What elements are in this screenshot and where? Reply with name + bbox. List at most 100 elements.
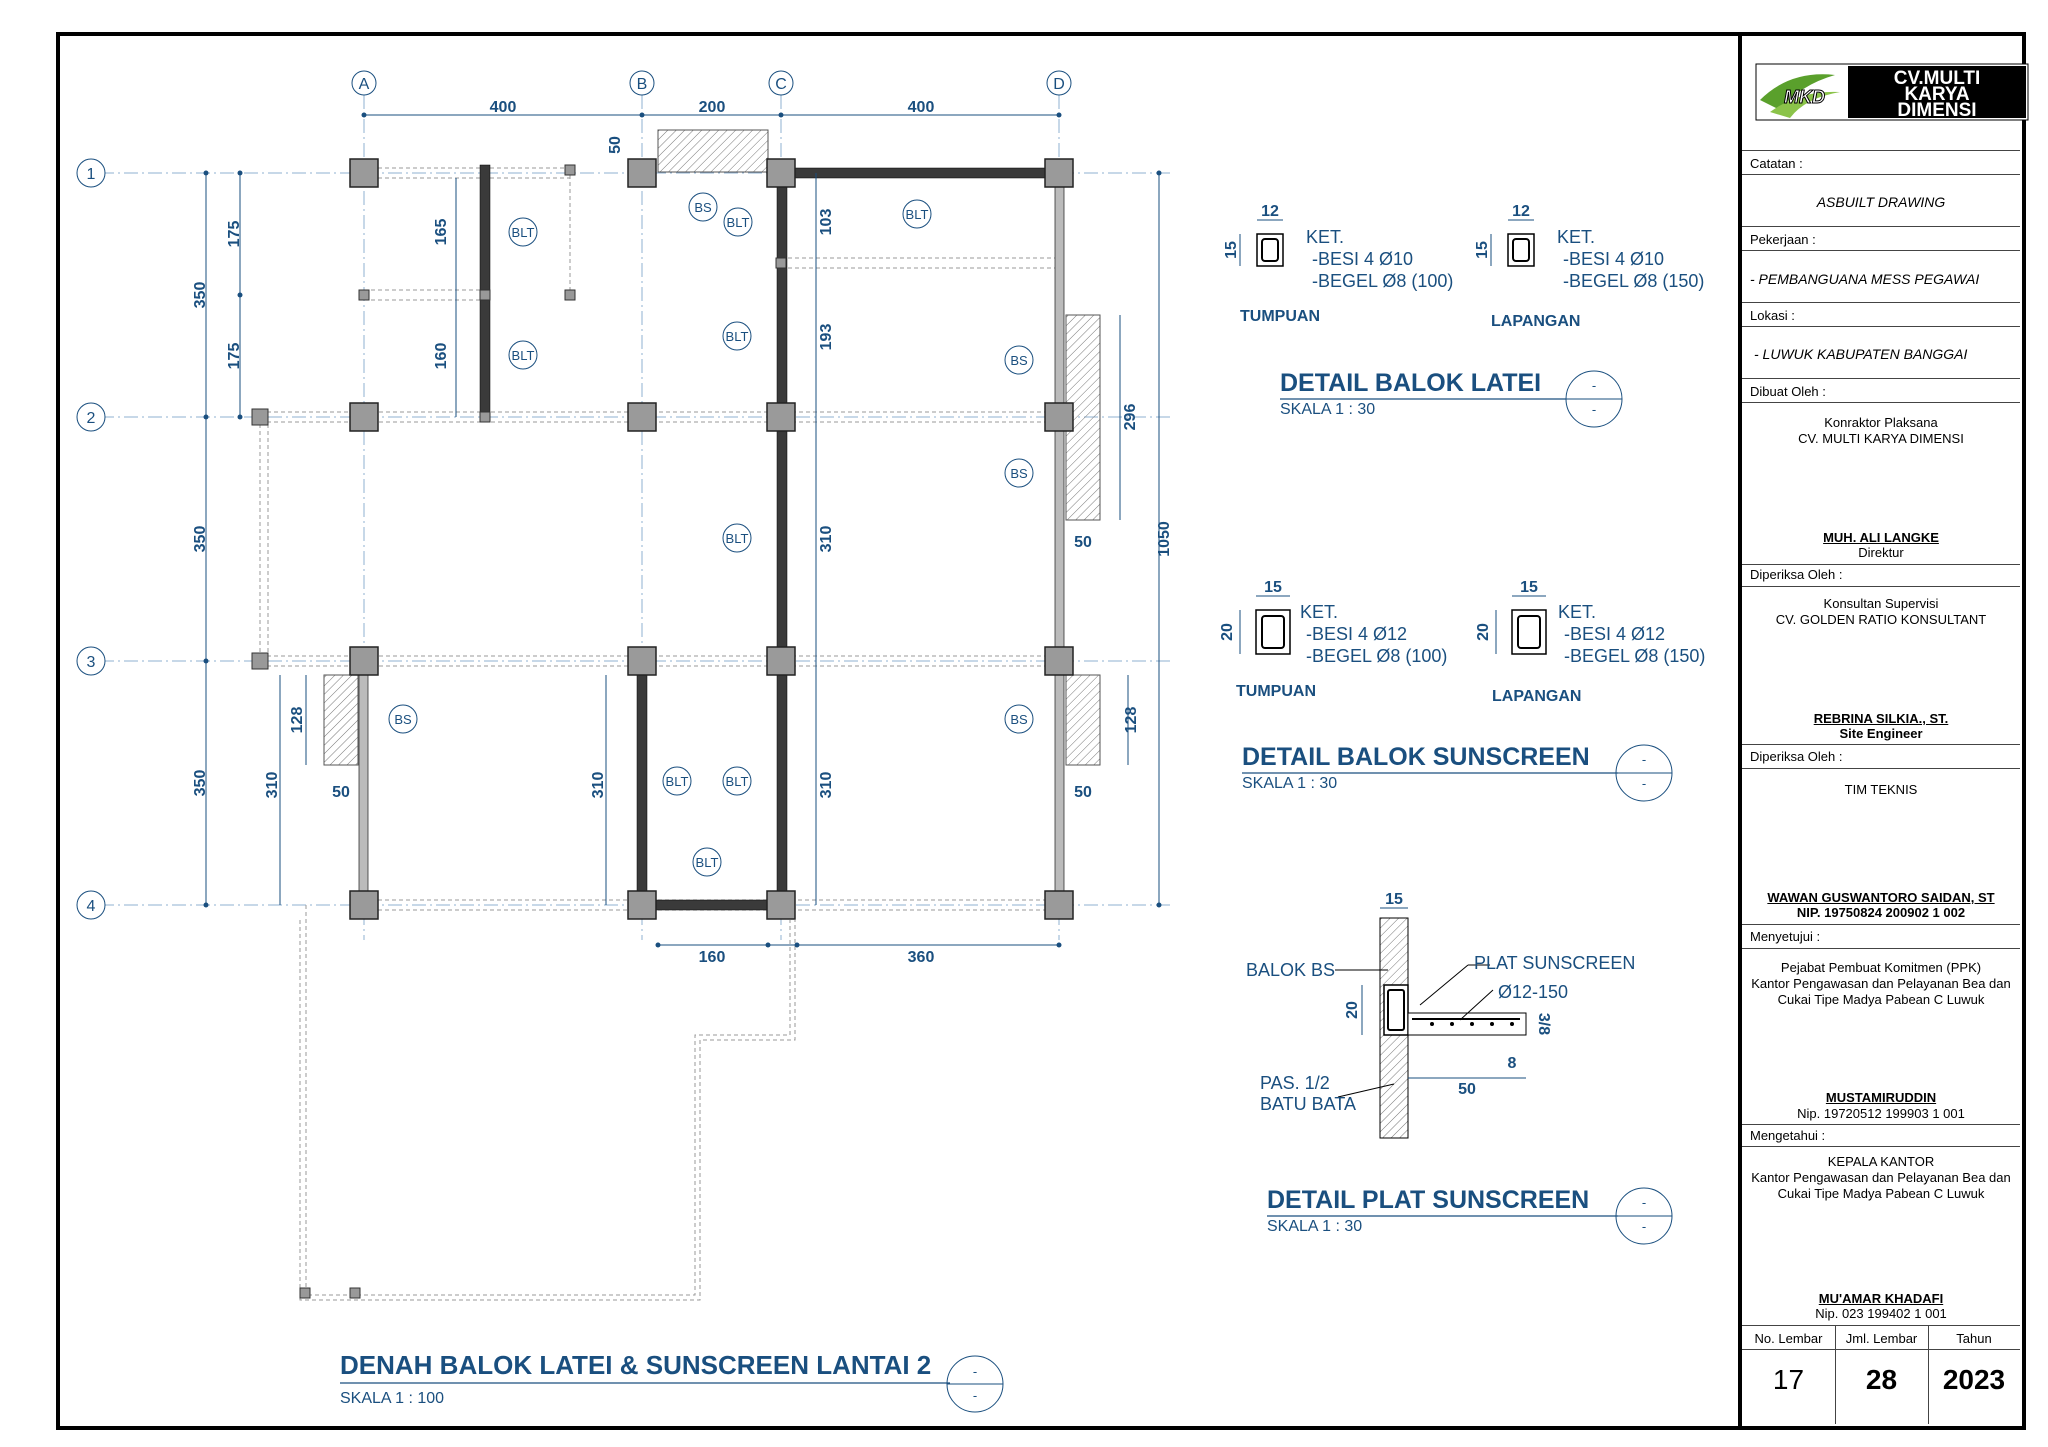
column <box>1044 158 1074 188</box>
dim-text: 310 <box>818 526 835 553</box>
dim-text: 165 <box>433 219 450 246</box>
setuju-label: Menyetujui : <box>1750 929 1821 944</box>
grid-label-4: 4 <box>87 898 96 915</box>
grid-label-D: D <box>1053 76 1065 93</box>
beam <box>641 899 782 911</box>
detail-balok-latei: 12 15 KET. -BESI 4 Ø10 -BEGEL Ø8 (100) T… <box>1223 203 1704 428</box>
post <box>479 411 491 423</box>
tag-bubble <box>1004 458 1034 488</box>
dim-text: 15 <box>1520 579 1538 596</box>
dim-text: 400 <box>908 99 935 116</box>
tag-bubble <box>722 766 752 796</box>
ket-begel: -BEGEL Ø8 (150) <box>1564 646 1705 666</box>
dibuat-role: Direktur <box>1858 545 1904 560</box>
sunscreen-top <box>657 129 769 173</box>
periksa2-nip: NIP. 19750824 200902 1 002 <box>1796 905 1966 920</box>
ref-text: - <box>1642 1219 1646 1234</box>
catatan-value: ASBUILT DRAWING <box>1816 194 1946 210</box>
ket-begel: -BEGEL Ø8 (100) <box>1312 271 1453 291</box>
column <box>349 646 379 676</box>
logo-badge: MKD <box>1784 87 1825 107</box>
dim-text: 310 <box>590 772 607 799</box>
ket-label: KET. <box>1558 602 1596 622</box>
dim-text: 160 <box>433 343 450 370</box>
post <box>349 1287 361 1299</box>
dibuat-line2: CV. MULTI KARYA DIMENSI <box>1798 431 1964 446</box>
plan-title: DENAH BALOK LATEI & SUNSCREEN LANTAI 2 <box>340 1350 931 1380</box>
post <box>775 257 787 269</box>
periksa1-line2: CV. GOLDEN RATIO KONSULTANT <box>1775 612 1987 627</box>
dim-text: 175 <box>226 343 243 370</box>
tahu-line2: Kantor Pengawasan dan Pelayanan Bea dan <box>1751 1170 2011 1185</box>
dim-text: 296 <box>1122 404 1139 431</box>
dim-text: 160 <box>699 949 726 966</box>
tag-bubble <box>902 199 932 229</box>
dibuat-line1: Konraktor Plaksana <box>1824 415 1938 430</box>
ket-besi: -BESI 4 Ø10 <box>1563 249 1664 269</box>
tag-bubble <box>662 766 692 796</box>
tag-label: BLT <box>512 225 535 240</box>
dim-text: 103 <box>818 209 835 236</box>
jml-lembar-label: Jml. Lembar <box>1845 1331 1918 1346</box>
ket-label: KET. <box>1306 227 1344 247</box>
dim-text: 128 <box>1123 707 1140 734</box>
grid-label-A: A <box>359 76 370 93</box>
dim-text: 12 <box>1261 203 1279 220</box>
latei-scale: SKALA 1 : 30 <box>1280 401 1375 418</box>
dim-text: 50 <box>1074 784 1092 801</box>
no-lembar-value: 17 <box>1772 1364 1805 1395</box>
dim-text: 310 <box>818 772 835 799</box>
tag-label: BLT <box>726 531 749 546</box>
tahun-value: 2023 <box>1942 1364 2006 1395</box>
jml-lembar-value: 28 <box>1865 1364 1898 1395</box>
dim-text: 193 <box>818 324 835 351</box>
tag-label: BS <box>1010 712 1028 727</box>
periksa2-label: Diperiksa Oleh : <box>1750 749 1843 764</box>
sunscreen-right-lower <box>1065 674 1101 766</box>
pekerjaan-value: - PEMBANGUANA MESS PEGAWAI <box>1750 271 1980 287</box>
tag-bubble <box>388 704 418 734</box>
post <box>564 289 576 301</box>
beam <box>780 167 1060 179</box>
dim-text: 350 <box>192 282 209 309</box>
sunscreen-beam <box>1054 177 1065 906</box>
tag-label: BLT <box>727 215 750 230</box>
ket-besi: -BESI 4 Ø12 <box>1564 624 1665 644</box>
tumpuan-label: TUMPUAN <box>1236 683 1316 700</box>
tag-label: BLT <box>696 855 719 870</box>
balok-bs-label: BALOK BS <box>1246 960 1335 980</box>
dim-text: 50 <box>1458 1081 1476 1098</box>
dim-text: 175 <box>226 221 243 248</box>
grid-label-B: B <box>637 76 648 93</box>
dim-text: 1050 <box>1156 521 1173 557</box>
tahu-line3: Cukai Tipe Madya Pabean C Luwuk <box>1777 1186 1985 1201</box>
ref-text: - <box>973 1388 977 1403</box>
ref-text: - <box>1592 378 1596 393</box>
lapangan-label: LAPANGAN <box>1492 688 1581 705</box>
sunscreen-right-upper <box>1065 314 1101 521</box>
beam <box>636 660 648 906</box>
plat-scale: SKALA 1 : 30 <box>1267 1218 1362 1235</box>
title-block: Catatan : ASBUILT DRAWING Pekerjaan : - … <box>1742 36 2020 1424</box>
sunscreen-left <box>323 674 359 766</box>
periksa1-role: Site Engineer <box>1839 726 1923 741</box>
lokasi-value: - LUWUK KABUPATEN BANGGAI <box>1754 346 1968 362</box>
pas-label-1: PAS. 1/2 <box>1260 1073 1330 1093</box>
tag-label: BLT <box>512 348 535 363</box>
column <box>627 890 657 920</box>
column <box>349 158 379 188</box>
ket-begel: -BEGEL Ø8 (100) <box>1306 646 1447 666</box>
tag-bubble <box>723 207 753 237</box>
tahun-label: Tahun <box>1956 1331 1992 1346</box>
tag-bubble <box>508 217 538 247</box>
setuju-line2: Kantor Pengawasan dan Pelayanan Bea dan <box>1751 976 2011 991</box>
column <box>627 158 657 188</box>
column <box>766 402 796 432</box>
ket-besi: -BESI 4 Ø12 <box>1306 624 1407 644</box>
dim-text: 200 <box>699 99 726 116</box>
tag-label: BS <box>394 712 412 727</box>
post <box>479 289 491 301</box>
grid-label-3: 3 <box>87 654 96 671</box>
post <box>564 164 576 176</box>
